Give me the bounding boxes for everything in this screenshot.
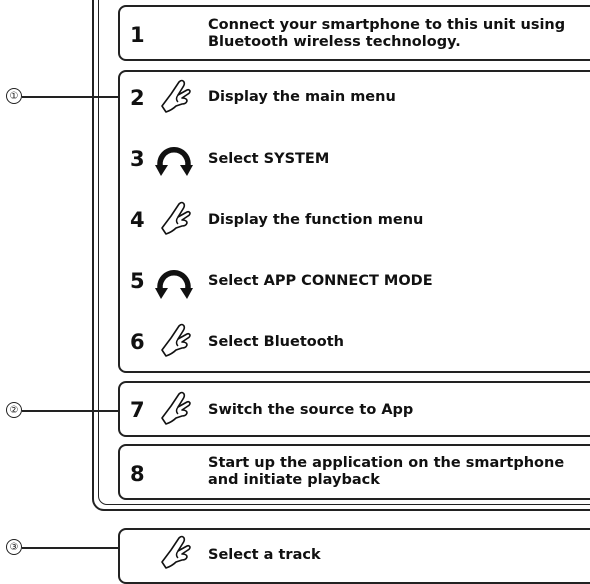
marker-1-leader bbox=[22, 96, 118, 98]
step-4-label: Display the function menu bbox=[208, 212, 424, 228]
outer-frame-inner bbox=[98, 0, 590, 505]
step-7-box: 7 Switch the source to App bbox=[118, 381, 590, 437]
step-8-number: 8 bbox=[130, 462, 145, 486]
step-2-label: Display the main menu bbox=[208, 89, 396, 105]
marker-2-leader bbox=[22, 410, 118, 412]
step-8-label: Start up the application on the smartpho… bbox=[208, 455, 565, 488]
step-1-box: 1 Connect your smartphone to this unit u… bbox=[118, 5, 590, 61]
step-4-number: 4 bbox=[130, 208, 145, 232]
outer-frame bbox=[92, 0, 590, 511]
step-7-label: Switch the source to App bbox=[208, 402, 414, 418]
step-5-number: 5 bbox=[130, 269, 145, 293]
step-6-label: Select Bluetooth bbox=[208, 334, 344, 350]
select-track-label: Select a track bbox=[208, 547, 321, 563]
marker-2: ② bbox=[6, 402, 22, 418]
step-6-number: 6 bbox=[130, 330, 145, 354]
marker-1: ① bbox=[6, 88, 22, 104]
rotary-knob-icon bbox=[154, 261, 194, 301]
hand-press-icon bbox=[154, 532, 194, 572]
select-track-box: Select a track bbox=[118, 528, 590, 584]
hand-press-icon bbox=[154, 76, 194, 116]
marker-3-leader bbox=[22, 547, 118, 549]
rotary-knob-icon bbox=[154, 138, 194, 178]
step-8-box: 8 Start up the application on the smartp… bbox=[118, 444, 590, 500]
marker-3: ③ bbox=[6, 539, 22, 555]
step-7-number: 7 bbox=[130, 398, 145, 422]
steps-2-6-box: 2 Display the main menu 3 Select SYSTEM … bbox=[118, 70, 590, 373]
step-5-label: Select APP CONNECT MODE bbox=[208, 273, 433, 289]
step-3-label: Select SYSTEM bbox=[208, 151, 330, 167]
hand-press-icon bbox=[154, 388, 194, 428]
hand-press-icon bbox=[154, 320, 194, 360]
step-1-number: 1 bbox=[130, 23, 145, 47]
step-2-number: 2 bbox=[130, 86, 145, 110]
step-3-number: 3 bbox=[130, 147, 145, 171]
step-1-label: Connect your smartphone to this unit usi… bbox=[208, 17, 566, 50]
hand-press-icon bbox=[154, 198, 194, 238]
